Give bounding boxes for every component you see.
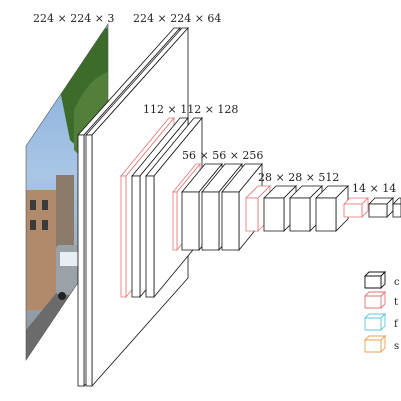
stage5-conv-slab <box>392 197 401 218</box>
stage4-dims-label: 28 × 28 × 512 <box>258 171 339 184</box>
stage2-dims-label: 112 × 112 × 128 <box>143 103 238 116</box>
stage5-conv-slab <box>368 197 394 218</box>
stage5-block <box>343 197 401 218</box>
conv-cube-icon <box>363 270 387 290</box>
stage3-block <box>172 162 263 252</box>
stage4-block <box>245 185 349 232</box>
legend-label-conv: c <box>394 277 400 288</box>
legend-item-fc: f <box>363 312 399 332</box>
stage5-pool-slab <box>343 197 369 218</box>
legend-label-pool: t <box>394 297 398 308</box>
input-image <box>25 23 109 361</box>
legend-item-pool: t <box>363 290 398 310</box>
legend-item-softmax: s <box>363 334 399 354</box>
stage1-dims-label: 224 × 224 × 64 <box>133 12 221 25</box>
stage5-dims-label: 14 × 14 <box>352 182 396 195</box>
legend: c t f s <box>363 270 400 354</box>
legend-item-conv: c <box>363 270 400 290</box>
legend-label-fc: f <box>394 319 399 330</box>
softmax-cube-icon <box>363 334 387 354</box>
input-dims-label: 224 × 224 × 3 <box>33 12 114 25</box>
legend-label-softmax: s <box>394 341 399 352</box>
stage4-conv-slab <box>315 185 349 232</box>
stage3-dims-label: 56 × 56 × 256 <box>182 149 263 162</box>
fc-cube-icon <box>363 312 387 332</box>
pool-cube-icon <box>363 290 387 310</box>
